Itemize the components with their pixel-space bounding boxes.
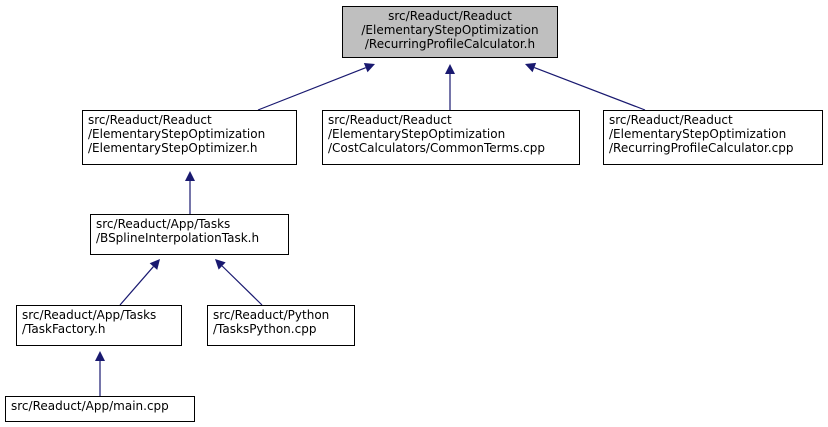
node-recurring-profile-calculator-cpp[interactable]: src/Readuct/Readuct /ElementaryStepOptim… [603,110,823,165]
node-elementary-step-optimizer-h[interactable]: src/Readuct/Readuct /ElementaryStepOptim… [82,110,297,165]
node-main-cpp[interactable]: src/Readuct/App/main.cpp [5,396,195,422]
node-tasks-python-cpp[interactable]: src/Readuct/Python /TasksPython.cpp [207,305,355,346]
node-line: /TasksPython.cpp [213,322,317,336]
node-line: /ElementaryStepOptimization [361,23,539,37]
node-task-factory-h[interactable]: src/Readuct/App/Tasks /TaskFactory.h [16,305,182,346]
node-line: src/Readuct/Readuct [609,113,733,127]
arrowhead-n7-to-n5 [95,351,105,361]
node-line: src/Readuct/App/main.cpp [11,399,169,413]
node-line: /RecurringProfileCalculator.cpp [609,141,794,155]
edge-n5-to-n4 [119,266,154,306]
arrowhead-n4-to-n1 [185,171,195,181]
node-line: src/Readuct/App/Tasks [96,217,231,231]
node-line: src/Readuct/Readuct [88,113,212,127]
node-common-terms-cpp[interactable]: src/Readuct/Readuct /ElementaryStepOptim… [322,110,580,165]
edge-n3-to-n0 [534,67,646,111]
arrowhead-n5-to-n4 [149,259,160,270]
arrowhead-n2-to-n0 [445,64,455,74]
node-line: /ElementaryStepOptimization [328,127,506,141]
edge-n1-to-n0 [257,67,366,111]
node-line: src/Readuct/Readuct [388,9,512,23]
node-line: src/Readuct/Python [213,308,330,322]
node-line: /ElementaryStepOptimization [88,127,266,141]
node-line: /RecurringProfileCalculator.h [364,37,536,51]
node-line: /CostCalculators/CommonTerms.cpp [328,141,545,155]
node-line: src/Readuct/Readuct [328,113,452,127]
edge-n6-to-n4 [221,265,263,306]
arrowhead-n6-to-n4 [215,259,226,270]
node-line: /BSplineInterpolationTask.h [96,231,260,245]
node-line: /TaskFactory.h [22,322,106,336]
node-recurring-profile-calculator-h[interactable]: src/Readuct/Readuct /ElementaryStepOptim… [342,6,558,58]
node-line: /ElementaryStepOptimizer.h [88,141,258,155]
arrowhead-n3-to-n0 [525,62,537,73]
node-line: src/Readuct/App/Tasks [22,308,157,322]
node-line: /ElementaryStepOptimization [609,127,787,141]
arrowhead-n1-to-n0 [363,63,375,73]
node-bspline-interpolation-task-h[interactable]: src/Readuct/App/Tasks /BSplineInterpolat… [90,214,289,255]
